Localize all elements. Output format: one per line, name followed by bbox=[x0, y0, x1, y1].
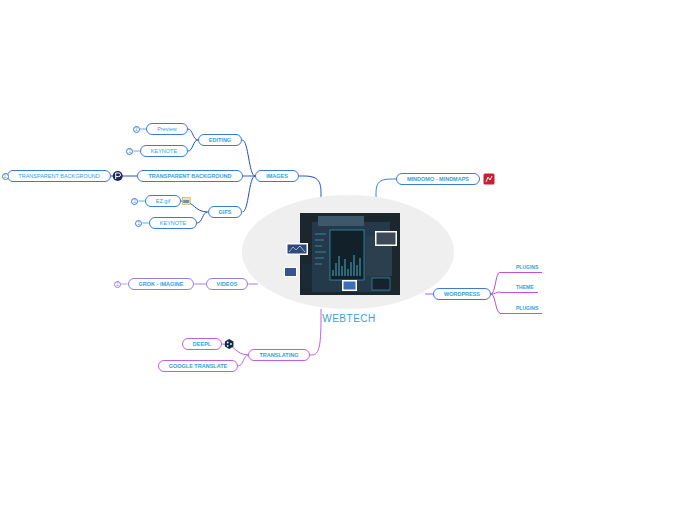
topic-text: Preview bbox=[157, 126, 177, 132]
topic-text: GIFS bbox=[219, 209, 232, 215]
topic-pill: GROK - IMAGINE bbox=[128, 278, 195, 290]
topic-pill: KEYNOTE bbox=[149, 217, 197, 229]
callout-leader bbox=[142, 223, 149, 224]
branch-connector bbox=[242, 176, 255, 212]
ezgif-icon bbox=[182, 198, 190, 205]
branch-connector bbox=[238, 355, 248, 366]
topic-text: TRANSPARENT BACKGROUND bbox=[18, 173, 99, 179]
topic-text: PLUGINS bbox=[516, 264, 538, 270]
branch-connector bbox=[299, 176, 321, 197]
topic-pill: TRANSPARENT BACKGROUND bbox=[7, 170, 110, 182]
branch-connector bbox=[181, 201, 207, 212]
branch-connector bbox=[425, 294, 433, 295]
topic-pill: EZ gif bbox=[145, 195, 181, 207]
topic-text: MINDOMO - MINDMAPS bbox=[407, 176, 469, 182]
deepl-icon bbox=[225, 339, 234, 349]
center-glow bbox=[242, 195, 454, 309]
topic-text: KEYNOTE bbox=[151, 148, 177, 154]
topic-text: PLUGINS bbox=[516, 305, 538, 311]
map-title: WEBTECH bbox=[243, 313, 455, 325]
branch-connector bbox=[376, 179, 396, 197]
topic-pill: MINDOMO - MINDMAPS bbox=[396, 173, 480, 185]
topic-text: KEYNOTE bbox=[160, 220, 186, 226]
topic-text: EZ gif bbox=[156, 198, 170, 204]
subtopic-underline: PLUGINS bbox=[500, 305, 542, 314]
branch-connector bbox=[242, 140, 255, 176]
branch-connector bbox=[197, 212, 207, 223]
topic-pill: TRANSPARENT BACKGROUND bbox=[137, 170, 242, 182]
callout-leader bbox=[121, 284, 128, 285]
branch-connector bbox=[491, 292, 500, 294]
transparent-bg-app-icon bbox=[113, 171, 123, 181]
mindomo-icon bbox=[484, 174, 495, 185]
topic-pill: VIDEOS bbox=[206, 278, 249, 290]
topic-text: EDITING bbox=[209, 137, 231, 143]
topic-text: THEME bbox=[516, 284, 534, 290]
branch-connector bbox=[243, 176, 256, 177]
topic-pill: DEEPL bbox=[182, 338, 222, 350]
central-topic: WEBTECH bbox=[243, 196, 455, 330]
topic-text: VIDEOS bbox=[217, 281, 238, 287]
callout-leader bbox=[138, 201, 145, 202]
topic-pill: KEYNOTE bbox=[140, 145, 188, 157]
topic-text: DEEPL bbox=[193, 341, 211, 347]
topic-text: GROK - IMAGINE bbox=[139, 281, 184, 287]
topic-pill: IMAGES bbox=[255, 170, 299, 182]
tech-collage bbox=[284, 213, 400, 295]
topic-text: GOOGLE TRANSLATE bbox=[169, 363, 228, 369]
callout-number: 1 bbox=[133, 126, 140, 133]
topic-pill: TRANSLATING bbox=[248, 349, 309, 361]
callout-number: 1 bbox=[114, 281, 121, 288]
topic-pill: GIFS bbox=[208, 206, 243, 218]
branch-connector bbox=[491, 272, 500, 294]
topic-pill: WORDPRESS bbox=[433, 288, 491, 300]
subtopic-underline: THEME bbox=[500, 284, 538, 293]
topic-pill: EDITING bbox=[198, 134, 242, 146]
branch-connector bbox=[248, 284, 258, 285]
branch-connector bbox=[188, 129, 198, 140]
topic-text: IMAGES bbox=[266, 173, 288, 179]
branch-connector bbox=[491, 294, 500, 313]
topic-text: WORDPRESS bbox=[444, 291, 480, 297]
callout-number: 1 bbox=[126, 148, 133, 155]
callout-number: 1 bbox=[135, 220, 142, 227]
branch-connector bbox=[194, 284, 205, 285]
callout-number: 1 bbox=[2, 173, 9, 180]
topic-pill: GOOGLE TRANSLATE bbox=[158, 360, 239, 372]
topic-text: TRANSLATING bbox=[259, 352, 298, 358]
callout-leader bbox=[133, 151, 140, 152]
topic-pill: Preview bbox=[146, 123, 188, 135]
topic-text: TRANSPARENT BACKGROUND bbox=[148, 173, 231, 179]
branch-connector bbox=[310, 309, 322, 355]
subtopic-underline: PLUGINS bbox=[500, 264, 542, 273]
branch-connector bbox=[188, 140, 198, 151]
callout-number: 1 bbox=[131, 198, 138, 205]
